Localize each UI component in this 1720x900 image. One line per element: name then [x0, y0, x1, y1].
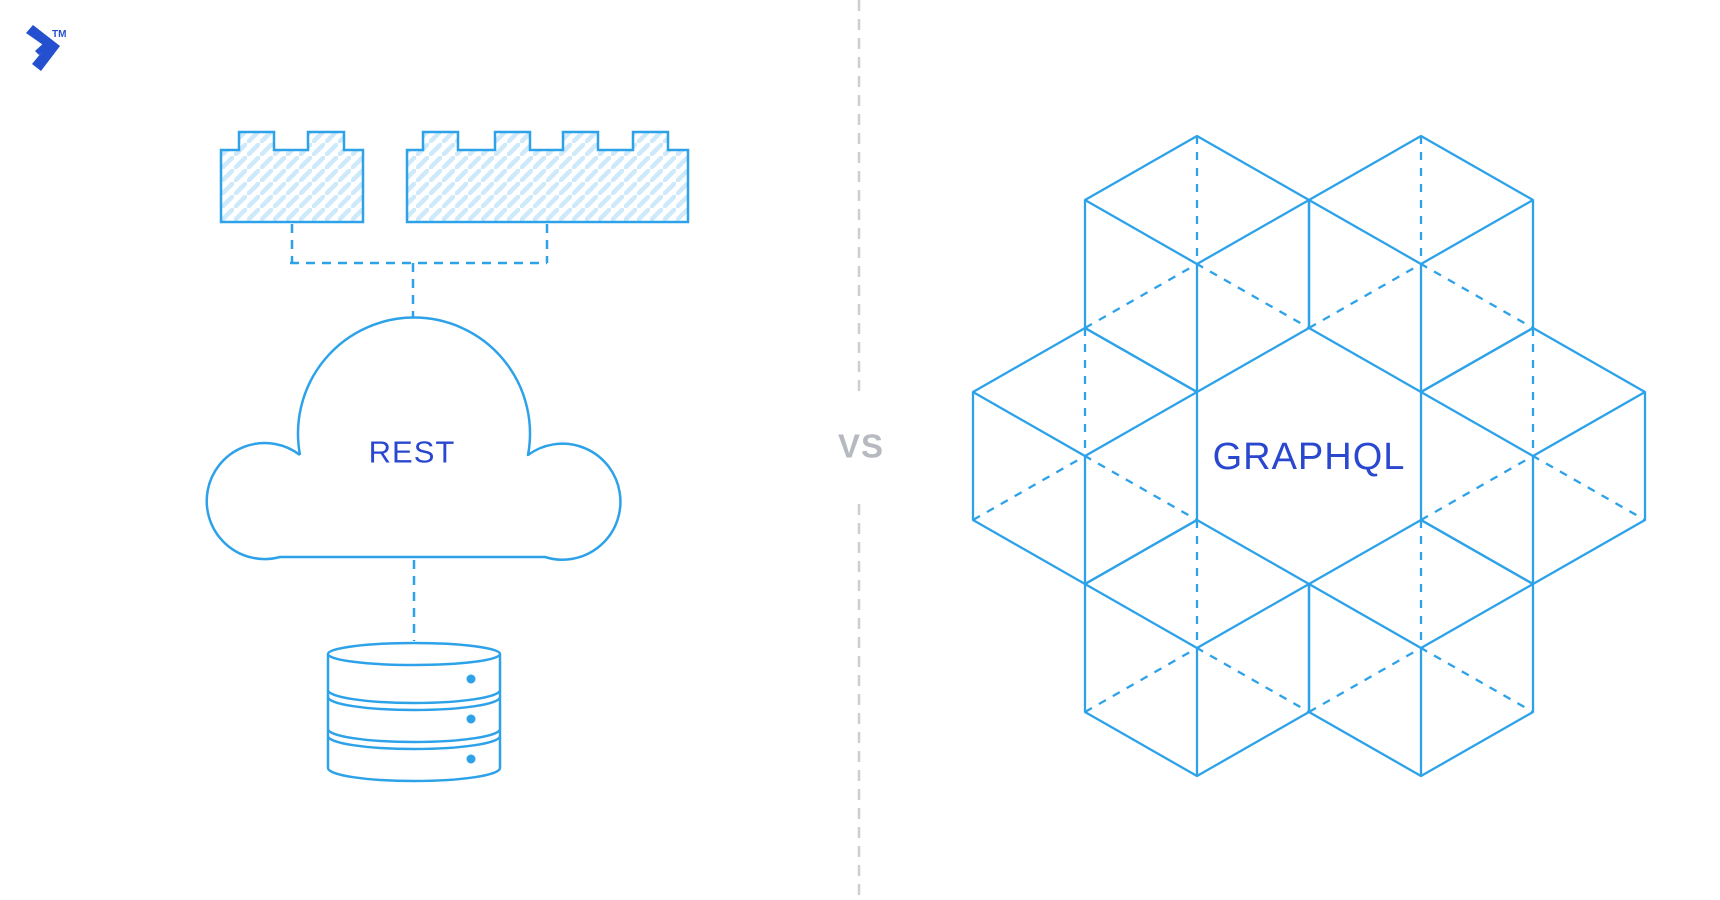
database-icon: [326, 641, 502, 783]
cube-visible-edges: [1308, 583, 1534, 776]
rest-label: REST: [369, 435, 456, 470]
cube-hidden-edges: [972, 328, 1198, 521]
cube-visible-edges: [972, 391, 1198, 584]
cube-hidden-edges: [1084, 136, 1310, 329]
cube-hidden-edges: [1308, 520, 1534, 713]
cube-hidden-edges: [1420, 328, 1646, 521]
bricks-to-cloud-connector: [290, 224, 549, 318]
cube-visible-edges: [1084, 199, 1310, 392]
cube-visible-edges: [1420, 391, 1646, 584]
iso-cube-2: [1307, 134, 1535, 394]
database-led-dot: [466, 714, 476, 724]
rest-diagram: REST: [205, 130, 690, 783]
toptal-logo-icon: TM: [26, 25, 66, 71]
cube-hidden-edges: [1084, 520, 1310, 713]
iso-cube-3: [971, 326, 1199, 586]
graphql-label: GRAPHQL: [1213, 436, 1406, 478]
database-led-dot: [466, 754, 476, 764]
iso-cube-6: [1307, 518, 1535, 778]
iso-cube-1: [1083, 134, 1311, 394]
database-body: [326, 654, 502, 783]
logo-slash: [35, 41, 50, 55]
database-led-dot: [466, 674, 476, 684]
database-separators: [326, 689, 502, 751]
iso-cube-4: [1419, 326, 1647, 586]
trademark-label: TM: [52, 29, 66, 40]
cube-hidden-edges: [1308, 136, 1534, 329]
graphql-diagram: GRAPHQL: [971, 134, 1647, 778]
divider: VS: [838, 0, 884, 900]
cube-visible-edges: [1084, 583, 1310, 776]
iso-cube-5: [1083, 518, 1311, 778]
lego-brick-small-icon: [219, 130, 365, 224]
database-top-ellipse: [326, 641, 502, 667]
lego-brick-large-icon: [405, 130, 690, 224]
logo-chevron: [26, 25, 60, 71]
vs-label: VS: [838, 428, 884, 465]
cloud-icon: [205, 316, 622, 561]
graphql-hex-cluster: [971, 134, 1647, 778]
cube-visible-edges: [1308, 199, 1534, 392]
